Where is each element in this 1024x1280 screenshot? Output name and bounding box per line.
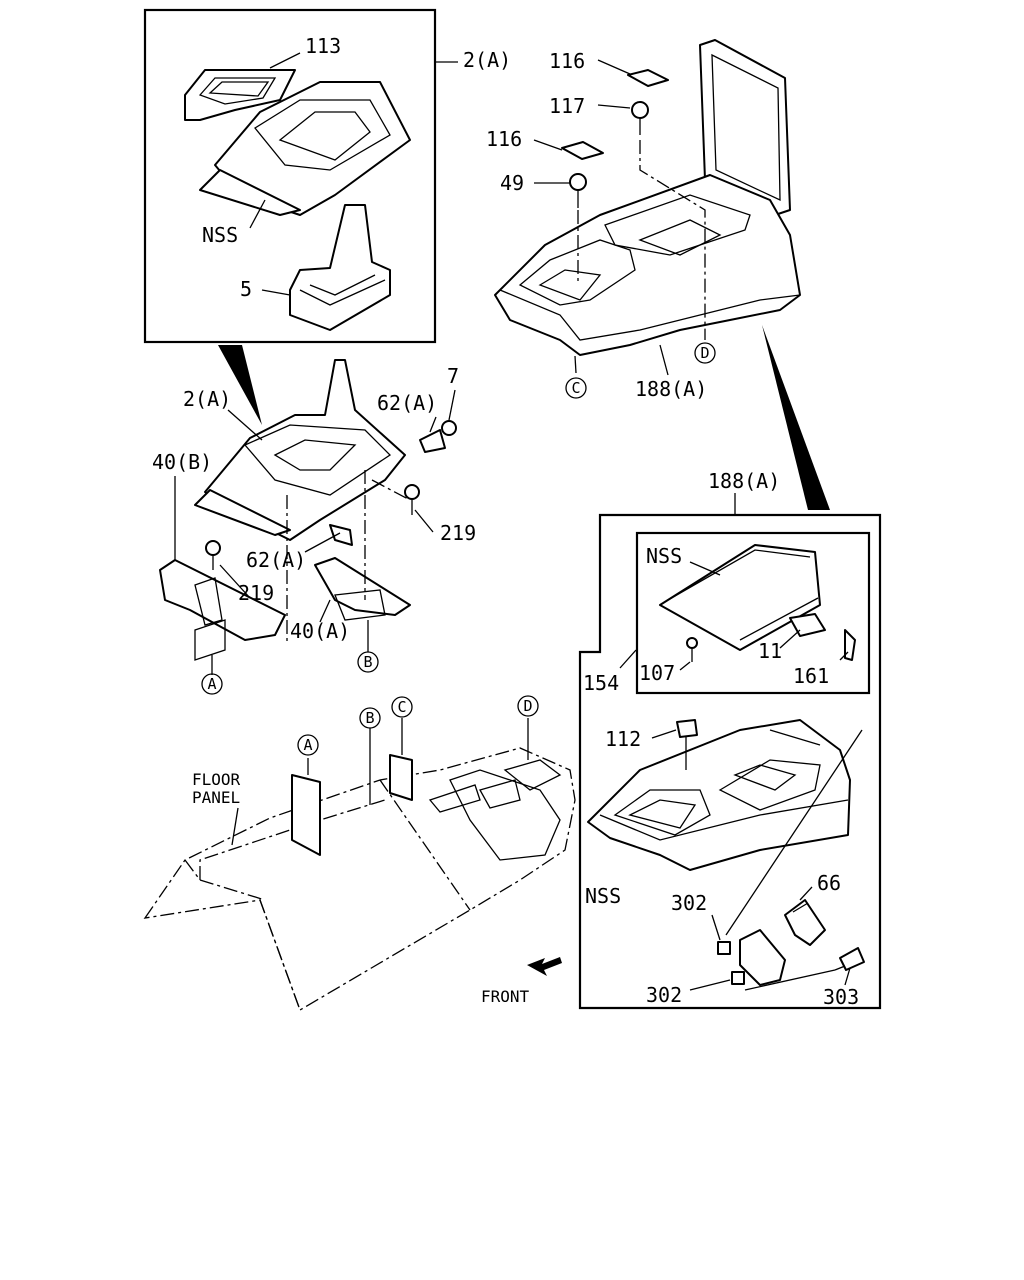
marker-d-floor: D: [517, 695, 539, 717]
svg-text:C: C: [571, 379, 580, 397]
label-116-b: 116: [486, 127, 522, 151]
label-161: 161: [793, 664, 829, 688]
marker-c-top: C: [565, 377, 587, 399]
console-assembly-top: [494, 39, 801, 376]
label-154: 154: [583, 671, 619, 695]
label-117: 117: [549, 94, 585, 118]
svg-text:C: C: [397, 698, 406, 716]
label-2a-top: 2(A): [463, 48, 511, 72]
label-188a-top: 188(A): [635, 377, 707, 401]
label-113: 113: [305, 34, 341, 58]
label-floor: FLOOR: [192, 770, 241, 789]
svg-text:D: D: [700, 344, 709, 362]
marker-d-top: D: [694, 342, 716, 364]
shift-cover-assembly: [159, 359, 457, 675]
label-107: 107: [639, 661, 675, 685]
label-112: 112: [605, 727, 641, 751]
reference-markers: D C A B A B C D: [201, 342, 716, 756]
label-49: 49: [500, 171, 524, 195]
svg-text:B: B: [365, 709, 374, 727]
label-2a-mid: 2(A): [183, 387, 231, 411]
label-188a-right: 188(A): [708, 469, 780, 493]
label-nss-top: NSS: [202, 223, 238, 247]
inset-pointer-right: [762, 325, 830, 510]
marker-a-left: A: [201, 673, 223, 695]
label-nss-inset: NSS: [646, 544, 682, 568]
svg-text:A: A: [303, 736, 312, 754]
marker-a-floor: A: [297, 734, 319, 756]
label-219-b: 219: [238, 581, 274, 605]
label-40a: 40(A): [290, 619, 350, 643]
label-front: FRONT: [481, 987, 530, 1006]
svg-text:D: D: [523, 697, 532, 715]
inset-shift-boot: [143, 8, 458, 344]
floor-panel: [143, 718, 576, 1011]
label-5: 5: [240, 277, 252, 301]
label-62a-a: 62(A): [377, 391, 437, 415]
label-219-a: 219: [440, 521, 476, 545]
label-7: 7: [447, 364, 459, 388]
inset-console-detail: [578, 493, 882, 1010]
label-302-a: 302: [671, 891, 707, 915]
label-40b: 40(B): [152, 450, 212, 474]
label-66: 66: [817, 871, 841, 895]
label-nss-right: NSS: [585, 884, 621, 908]
inset-pointer-left: [218, 345, 262, 425]
label-303: 303: [823, 985, 859, 1009]
label-302-b: 302: [646, 983, 682, 1007]
marker-b-left: B: [357, 651, 379, 673]
marker-b-floor: B: [359, 707, 381, 729]
label-panel: PANEL: [192, 788, 240, 807]
svg-text:A: A: [207, 675, 216, 693]
part-labels: 113 2(A) NSS 5 116 117 116 49 188(A) 2(A…: [152, 34, 859, 1009]
label-11: 11: [758, 639, 782, 663]
label-116-a: 116: [549, 49, 585, 73]
svg-text:B: B: [363, 653, 372, 671]
label-62a-b: 62(A): [246, 548, 306, 572]
marker-c-floor: C: [391, 696, 413, 718]
